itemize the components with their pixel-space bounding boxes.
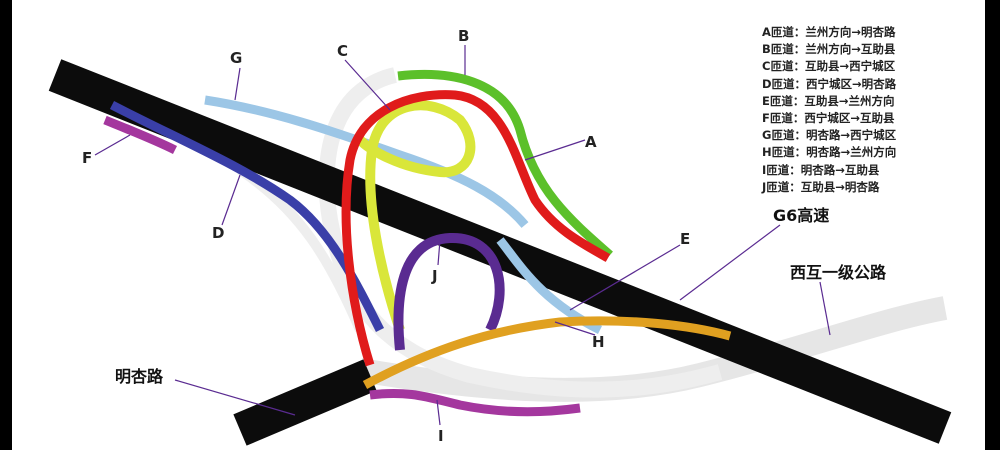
road-label-mingxing: 明杏路 xyxy=(115,367,164,386)
ramp-f xyxy=(103,115,178,155)
legend-item: C匝道：互助县→西宁城区 xyxy=(762,59,896,74)
ramp-a xyxy=(341,90,611,367)
legend-item: G匝道：明杏路→西宁城区 xyxy=(762,128,897,143)
ramp-j xyxy=(393,232,505,351)
ramp-label-a: A xyxy=(585,133,597,151)
ramp-h xyxy=(362,316,732,389)
ramp-label-j: J xyxy=(431,267,438,285)
legend-item: I匝道：明杏路→互助县 xyxy=(762,162,880,177)
legend: A匝道：兰州方向→明杏路 B匝道：兰州方向→互助县 C匝道：互助县→西宁城区 D… xyxy=(762,24,896,196)
g6-highway xyxy=(48,59,952,444)
ramp-c xyxy=(356,100,476,332)
ramp-label-e: E xyxy=(680,230,690,248)
mingxing-road xyxy=(233,359,377,446)
ramp-g xyxy=(204,95,529,228)
legend-item: D匝道：西宁城区→明杏路 xyxy=(762,76,897,91)
ramp-label-d: D xyxy=(212,224,224,242)
leader-lines xyxy=(94,45,831,426)
legend-item: B匝道：兰州方向→互助县 xyxy=(762,42,896,57)
legend-item: F匝道：西宁城区→互助县 xyxy=(762,111,895,126)
road-label-xihu: 西互一级公路 xyxy=(790,263,887,282)
legend-item: J匝道：互助县→明杏路 xyxy=(762,179,880,194)
ramp-label-h: H xyxy=(592,333,605,351)
ramp-label-f: F xyxy=(82,149,92,167)
ramp-i xyxy=(369,388,581,417)
road-label-g6: G6高速 xyxy=(773,206,829,225)
legend-item: A匝道：兰州方向→明杏路 xyxy=(762,25,896,39)
ramp-b xyxy=(397,69,613,259)
legend-item: E匝道：互助县→兰州方向 xyxy=(762,93,895,108)
ramp-label-g: G xyxy=(230,49,242,67)
ramp-label-i: I xyxy=(438,427,444,445)
legend-item: H匝道：明杏路→兰州方向 xyxy=(762,145,897,160)
ramp-label-c: C xyxy=(337,42,348,60)
ramp-label-b: B xyxy=(458,27,469,45)
